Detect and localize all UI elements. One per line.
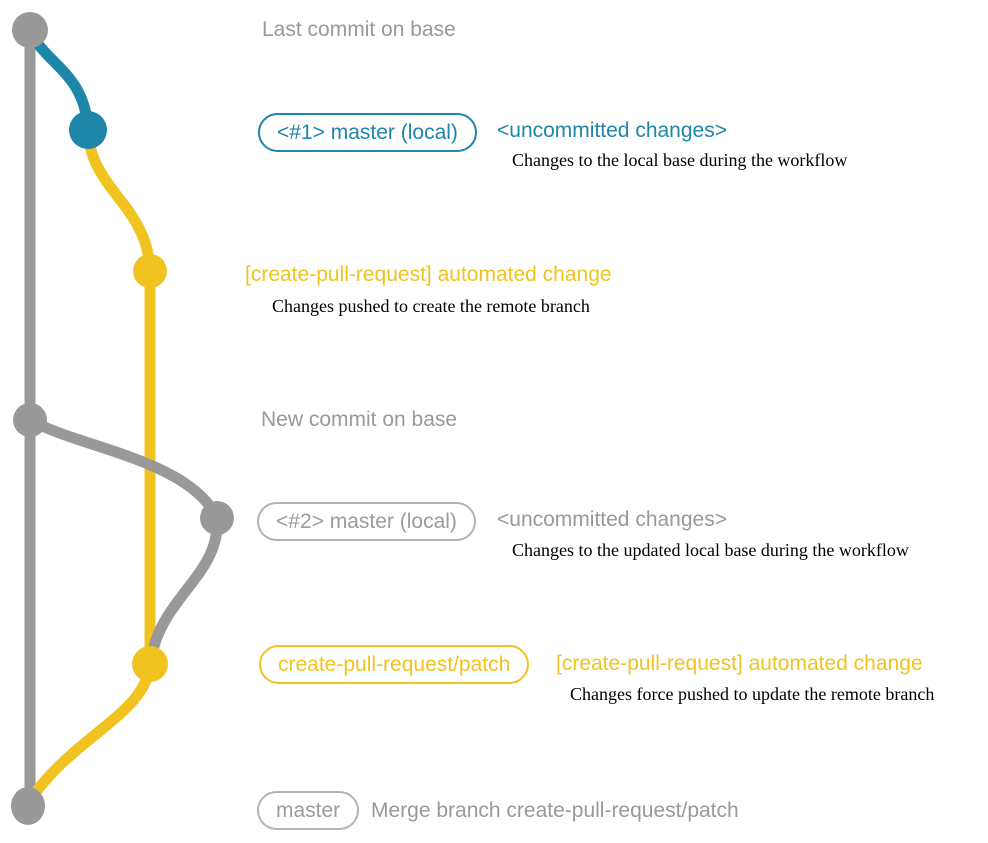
commit-node-last-base — [12, 12, 48, 48]
remote-branch-merge-curve — [24, 658, 156, 806]
uncommitted-changes-2-label: <uncommitted changes> — [497, 508, 727, 531]
automated-change-1-description: Changes pushed to create the remote bran… — [272, 296, 590, 316]
new-commit-heading: New commit on base — [261, 408, 458, 431]
git-graph — [11, 12, 234, 825]
master-badge: master — [257, 791, 360, 830]
rebase-curve — [145, 514, 223, 666]
automated-change-2-title: [create-pull-request] automated change — [556, 652, 923, 675]
commit-node-new-base — [13, 403, 47, 437]
master-local-2-badge: <#2> master (local) — [257, 502, 476, 541]
commit-node-remote-2 — [132, 646, 168, 682]
commit-node-remote-1 — [133, 254, 167, 288]
automated-change-2-description: Changes force pushed to update the remot… — [570, 684, 935, 704]
uncommitted-changes-1-description: Changes to the local base during the wor… — [512, 150, 848, 170]
remote-branch-create-curve — [82, 124, 156, 277]
commit-node-local-master-1 — [69, 111, 107, 149]
base-update-curve — [24, 414, 223, 524]
uncommitted-changes-1-label: <uncommitted changes> — [497, 119, 727, 142]
merge-commit-title: Merge branch create-pull-request/patch — [371, 799, 739, 822]
commit-node-local-master-2 — [200, 501, 234, 535]
uncommitted-changes-2-description: Changes to the updated local base during… — [512, 540, 909, 560]
master-local-1-badge: <#1> master (local) — [258, 113, 477, 152]
automated-change-1-title: [create-pull-request] automated change — [245, 263, 612, 286]
commit-node-merge — [11, 787, 45, 825]
last-commit-heading: Last commit on base — [262, 18, 456, 41]
create-pull-request-patch-badge: create-pull-request/patch — [259, 645, 530, 684]
